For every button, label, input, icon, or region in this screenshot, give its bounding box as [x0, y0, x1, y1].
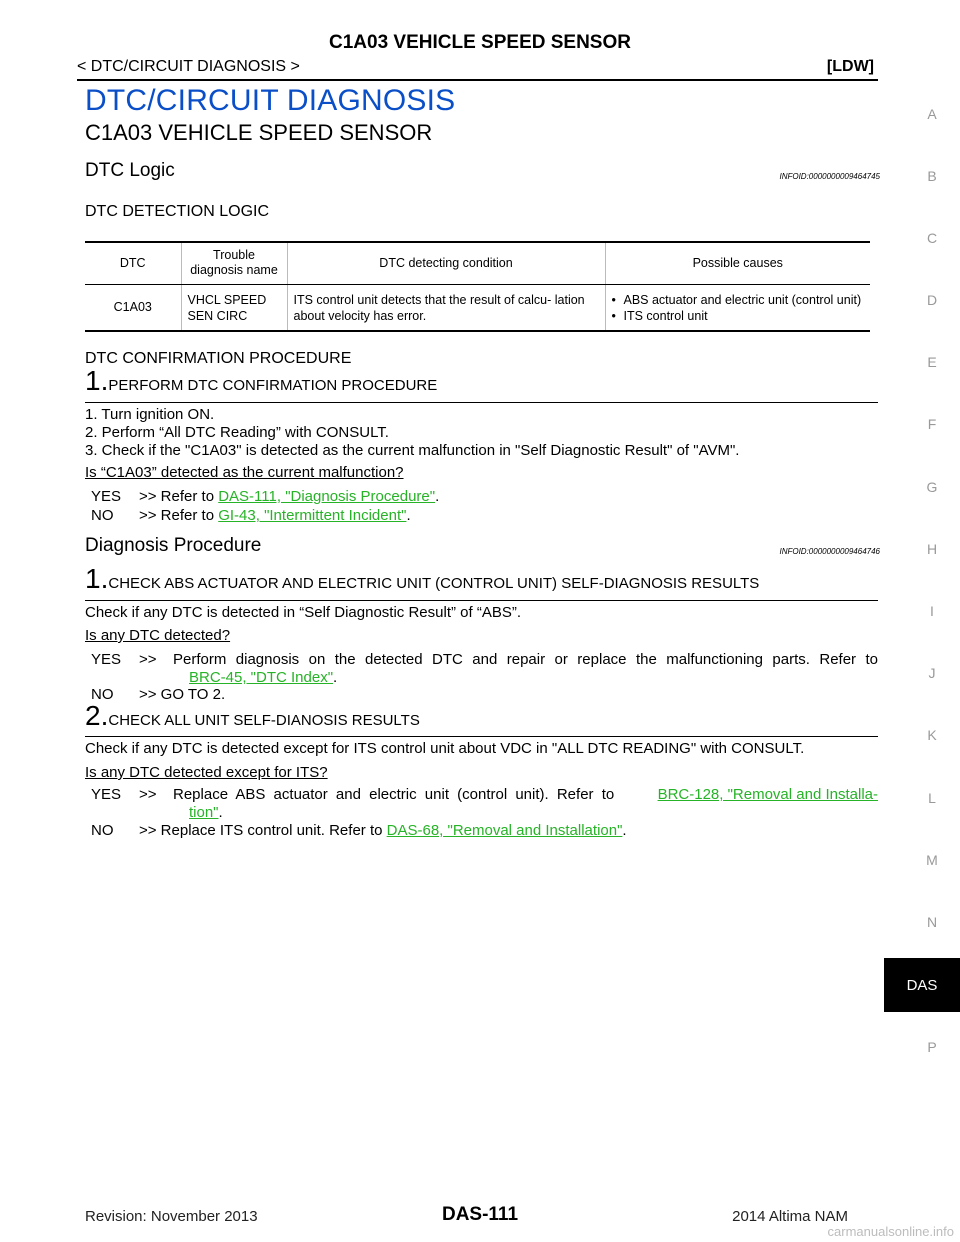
table-header-cell: Trouble diagnosis name: [180, 241, 287, 285]
yes-label: YES: [91, 786, 122, 803]
side-index-e: E: [927, 354, 937, 370]
side-index-h: H: [926, 541, 938, 557]
section-title: DTC/CIRCUIT DIAGNOSIS: [85, 84, 456, 117]
step-rule: [85, 736, 878, 737]
side-index-g: G: [926, 479, 938, 495]
answer-period: .: [622, 822, 627, 839]
yes-answer-text: Perform diagnosis on the detected DTC an…: [173, 651, 878, 668]
intermittent-incident-link[interactable]: GI-43, "Intermittent Incident": [218, 507, 407, 524]
detecting-condition-cell: ITS control unit detects that the result…: [286, 284, 605, 332]
answer-period: .: [406, 507, 411, 524]
model-name: 2014 Altima NAM: [732, 1208, 848, 1225]
infoid-dtc-logic: INFOID:0000000009464745: [779, 172, 880, 181]
yes-answer-text: Replace ABS actuator and electric unit (…: [173, 786, 615, 803]
step-number: 1.: [85, 365, 109, 396]
step-heading: 1.PERFORM DTC CONFIRMATION PROCEDURE: [85, 365, 437, 397]
yes-answer-link-line: BRC-45, "DTC Index".: [189, 669, 337, 687]
revision-date: Revision: November 2013: [85, 1208, 258, 1225]
yes-label: YES: [91, 488, 122, 505]
yes-label: YES: [91, 651, 122, 668]
side-index-l: L: [928, 790, 936, 806]
step-question: Is “C1A03” detected as the current malfu…: [85, 464, 404, 481]
cause-item: ITS control unit: [612, 308, 865, 324]
table-row: C1A03 VHCL SPEED SEN CIRC ITS control un…: [85, 284, 870, 332]
step-title: CHECK ABS ACTUATOR AND ELECTRIC UNIT (CO…: [108, 575, 760, 592]
side-index-a: A: [927, 106, 937, 122]
step-instruction: Check if any DTC is detected in “Self Di…: [85, 604, 521, 621]
das-removal-installation-link[interactable]: DAS-68, "Removal and Installation": [386, 822, 623, 839]
dtc-confirmation-heading: DTC CONFIRMATION PROCEDURE: [85, 350, 352, 367]
cause-item: ABS actuator and electric unit (control …: [612, 292, 865, 308]
side-index-d: D: [926, 292, 938, 308]
procedure-item: 1. Turn ignition ON.: [85, 406, 215, 423]
side-index-b: B: [927, 168, 937, 184]
no-label: NO: [91, 686, 114, 703]
step-heading: 2.CHECK ALL UNIT SELF-DIANOSIS RESULTS: [85, 700, 420, 732]
answer-text: >> Refer to: [139, 507, 215, 524]
step-number: 1.: [85, 563, 109, 594]
no-answer: >> Replace ITS control unit. Refer to DA…: [139, 822, 627, 840]
page-number: DAS-111: [441, 1204, 519, 1225]
answer-text: >> Replace ITS control unit. Refer to: [139, 822, 383, 839]
possible-causes-cell: ABS actuator and electric unit (control …: [604, 284, 870, 332]
dtc-index-link[interactable]: BRC-45, "DTC Index": [189, 669, 334, 686]
dtc-logic-heading: DTC Logic: [85, 160, 175, 181]
yes-answer: >> Refer to DAS-111, "Diagnosis Procedur…: [139, 488, 439, 506]
answer-period: .: [333, 669, 338, 686]
dtc-detection-logic-heading: DTC DETECTION LOGIC: [85, 203, 270, 220]
dtc-code-cell: C1A03: [85, 284, 181, 332]
table-header-cell: DTC detecting condition: [286, 241, 605, 285]
table-header-row: DTC Trouble diagnosis name DTC detecting…: [85, 241, 870, 285]
side-index-f: F: [927, 416, 937, 432]
header-tag: [LDW]: [826, 58, 874, 75]
side-index-p: P: [927, 1039, 937, 1055]
side-index-m: M: [926, 852, 938, 868]
answer-period: .: [218, 804, 223, 821]
trouble-name-cell: VHCL SPEED SEN CIRC: [180, 284, 287, 332]
table-header-cell: Possible causes: [604, 241, 870, 285]
side-index-j: J: [928, 665, 936, 681]
side-index-k: K: [927, 727, 937, 743]
yes-arrow: >>: [139, 786, 157, 803]
step-rule: [85, 402, 878, 403]
step-rule: [85, 600, 878, 601]
dtc-detection-table: DTC Trouble diagnosis name DTC detecting…: [85, 241, 870, 332]
infoid-diagnosis: INFOID:0000000009464746: [779, 547, 880, 556]
yes-answer-link-line: tion".: [189, 804, 223, 822]
side-index-das-active[interactable]: DAS: [884, 958, 960, 1012]
no-label: NO: [91, 507, 114, 524]
step-question: Is any DTC detected?: [85, 627, 231, 644]
breadcrumb: < DTC/CIRCUIT DIAGNOSIS >: [77, 58, 300, 75]
no-answer: >> Refer to GI-43, "Intermittent Inciden…: [139, 507, 411, 525]
procedure-item: 2. Perform “All DTC Reading” with CONSUL…: [85, 424, 389, 441]
watermark: carmanualsonline.info: [827, 1224, 954, 1239]
answer-text: >> Refer to: [139, 488, 215, 505]
topic-title: C1A03 VEHICLE SPEED SENSOR: [85, 120, 433, 145]
step-title: CHECK ALL UNIT SELF-DIANOSIS RESULTS: [108, 712, 420, 729]
answer-period: .: [435, 488, 440, 505]
diagnosis-procedure-heading: Diagnosis Procedure: [85, 535, 262, 556]
side-index-c: C: [926, 230, 938, 246]
step-question: Is any DTC detected except for ITS?: [85, 764, 328, 781]
step-title: PERFORM DTC CONFIRMATION PROCEDURE: [108, 377, 438, 394]
procedure-list: 1. Turn ignition ON. 2. Perform “All DTC…: [85, 406, 739, 460]
diagnosis-procedure-link[interactable]: DAS-111, "Diagnosis Procedure": [218, 488, 436, 505]
procedure-item: 3. Check if the "C1A03" is detected as t…: [85, 442, 740, 459]
no-label: NO: [91, 822, 114, 839]
side-index-i: I: [930, 603, 934, 619]
page-header-title: C1A03 VEHICLE SPEED SENSOR: [329, 32, 631, 53]
yes-answer-line: Replace ABS actuator and electric unit (…: [173, 786, 878, 804]
removal-installation-link-cont[interactable]: tion": [189, 804, 219, 821]
side-index-n: N: [926, 914, 938, 930]
removal-installation-link[interactable]: BRC-128, "Removal and Installa-: [657, 786, 878, 803]
step-heading: 1.CHECK ABS ACTUATOR AND ELECTRIC UNIT (…: [85, 563, 759, 595]
header-rule: [77, 79, 878, 81]
table-header-cell: DTC: [85, 241, 181, 285]
step-number: 2.: [85, 700, 109, 731]
yes-arrow: >>: [139, 651, 157, 668]
no-answer: >> GO TO 2.: [139, 686, 226, 703]
step-instruction: Check if any DTC is detected except for …: [85, 740, 805, 757]
